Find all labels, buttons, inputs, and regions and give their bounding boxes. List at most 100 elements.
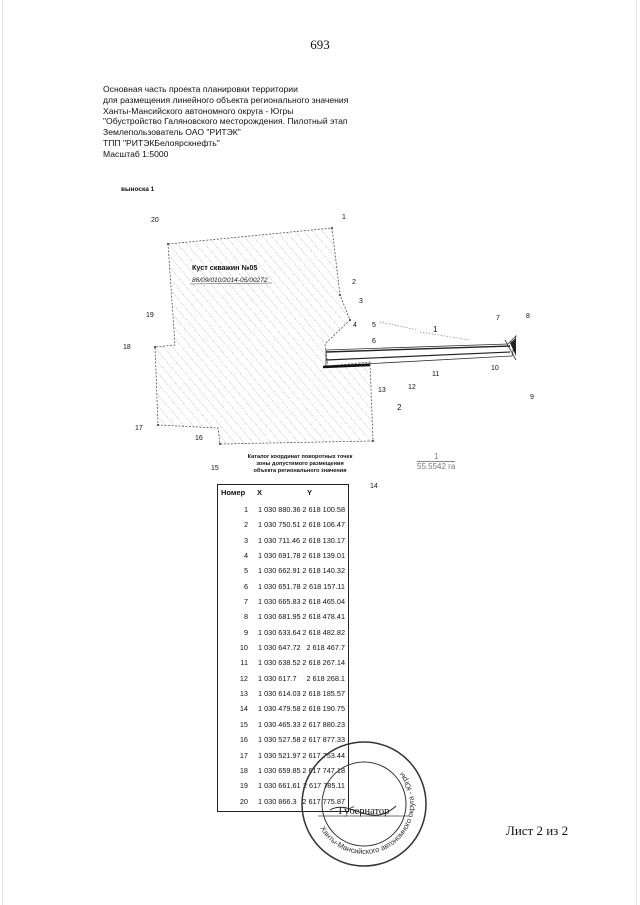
point-label: 15 xyxy=(211,465,219,472)
point-label: 20 xyxy=(151,217,159,224)
cell-number: 14 xyxy=(239,704,248,714)
cell-number: 2 xyxy=(243,520,248,530)
cell-x: 1 030 527.58 xyxy=(258,735,301,745)
header-x: X xyxy=(257,488,263,497)
cell-y: 2 618 140.32 xyxy=(302,566,345,576)
header-y: Y xyxy=(307,488,313,497)
cell-y: 2 618 130.17 xyxy=(302,535,345,545)
document-header: Основная часть проекта планировки террит… xyxy=(103,84,348,160)
cell-x: 1 030 465.33 xyxy=(258,719,301,729)
point-label: 5 xyxy=(372,322,376,329)
cell-number: 12 xyxy=(239,673,248,683)
governor-stamp: Ханты-Мансийского автономного округа - Ю… xyxy=(301,741,427,867)
cadastral-underline xyxy=(189,282,273,285)
cell-y: 2 618 478.41 xyxy=(302,612,345,622)
cell-y: 2 618 100.58 xyxy=(302,505,345,514)
point-label: 12 xyxy=(408,384,416,391)
cell-x: 1 030 651.78 xyxy=(258,581,301,591)
leader-lines xyxy=(379,321,471,341)
point-label: 19 xyxy=(146,312,154,319)
point-label: 14 xyxy=(370,483,378,490)
cell-number: 18 xyxy=(239,765,248,775)
cell-x: 1 030 662.91 xyxy=(258,566,301,576)
cell-y: 2 618 482.82 xyxy=(302,627,345,637)
area-note: 1 55.5542 га xyxy=(417,452,456,471)
cell-number: 9 xyxy=(243,627,248,637)
cell-number: 11 xyxy=(240,658,248,668)
cell-x: 1 030 866.3 xyxy=(258,796,297,806)
catalog-title: Каталог координат поворотных точек зоны … xyxy=(230,454,370,475)
header-line: Масштаб 1:5000 xyxy=(103,148,169,159)
well-pad-zone xyxy=(154,227,374,445)
cell-y: 2 618 190.75 xyxy=(302,704,345,714)
area-note-bottom: 55.5542 га xyxy=(417,461,456,471)
cell-y: 2 617 785.11 xyxy=(302,781,345,791)
cell-x: 1 030 633.64 xyxy=(258,627,301,637)
cell-number: 17 xyxy=(239,750,248,760)
pipeline-corridor xyxy=(322,334,517,369)
header-line: Основная часть проекта планировки террит… xyxy=(103,84,298,94)
signature-stroke xyxy=(329,805,397,816)
point-label: 11 xyxy=(432,371,439,378)
cell-number: 7 xyxy=(243,597,248,607)
cell-x: 1 030 647.72 xyxy=(258,643,301,653)
cell-y: 2 618 139.01 xyxy=(302,551,345,561)
cell-number: 16 xyxy=(239,735,248,745)
point-label: 4 xyxy=(353,322,357,329)
point-label: 13 xyxy=(378,387,386,394)
cell-number: 3 xyxy=(243,535,248,545)
cell-x: 1 030 750.51 xyxy=(258,520,301,530)
header-line: "Обустройство Галяновского месторождения… xyxy=(103,116,348,127)
cell-y: 2 618 185.57 xyxy=(302,689,345,699)
point-label: 16 xyxy=(195,435,203,442)
cell-number: 4 xyxy=(243,551,248,561)
cell-x: 1 030 617.7 xyxy=(258,673,297,683)
callout-label: выноска 1 xyxy=(121,186,155,193)
cell-x: 1 030 681.95 xyxy=(258,612,301,622)
point-label: 3 xyxy=(359,298,363,305)
point-label: 1 xyxy=(342,214,346,221)
point-label: 9 xyxy=(530,394,534,401)
cell-number: 20 xyxy=(239,796,248,806)
cell-x: 1 030 665.83 xyxy=(258,597,301,607)
cell-y: 2 618 106.47 xyxy=(302,520,345,530)
cell-x: 1 030 479.58 xyxy=(258,704,301,714)
header-line: ТПП "РИТЭКБелоярскнефть" xyxy=(103,137,220,148)
header-line: Ханты-Мансийского автономного округа - Ю… xyxy=(103,105,294,116)
cell-x: 1 030 661.61 xyxy=(258,781,301,791)
cell-x: 1 030 521.97 xyxy=(258,750,301,760)
table-row: 10 1 030 647.72 2 618 467.7 xyxy=(218,641,348,656)
cell-x: 1 030 711.46 xyxy=(258,535,301,545)
cell-y: 2 618 467.7 xyxy=(306,643,345,653)
cell-y: 2 617 877.33 xyxy=(302,735,345,745)
cell-y: 2 618 157.11 xyxy=(302,581,345,591)
area-note-top: 1 xyxy=(433,452,439,461)
cell-number: 15 xyxy=(239,719,248,729)
point-label: 7 xyxy=(496,315,500,322)
cell-y: 2 617 747.18 xyxy=(302,765,345,775)
stamp-center-text: Губернатор xyxy=(339,806,390,817)
vertex-markers xyxy=(154,227,374,445)
header-number: Номер xyxy=(221,488,246,497)
cell-x: 1 030 659.85 xyxy=(258,765,301,775)
cell-number: 6 xyxy=(243,581,248,591)
header-line: Землепользователь ОАО "РИТЭК" xyxy=(103,127,241,138)
cell-y: 2 618 268.1 xyxy=(306,673,345,683)
page-edge-right xyxy=(636,0,637,905)
point-label: 10 xyxy=(491,365,499,372)
cell-number: 10 xyxy=(239,643,248,653)
cell-y: 2 617 880.23 xyxy=(302,719,345,729)
point-label: 6 xyxy=(372,338,376,345)
